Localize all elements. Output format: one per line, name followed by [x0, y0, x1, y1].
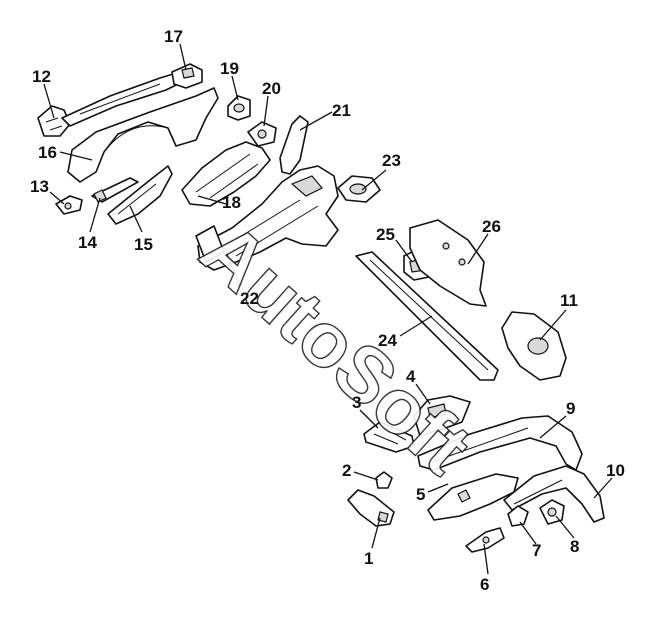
- callout-24: 24: [378, 331, 397, 350]
- callout-21: 21: [332, 101, 351, 120]
- callout-6: 6: [480, 575, 489, 594]
- part-16: [67, 87, 219, 183]
- callout-14: 14: [78, 233, 97, 252]
- callout-12: 12: [32, 67, 51, 86]
- part-1: [347, 489, 395, 527]
- part-20: [247, 121, 277, 147]
- callout-16: 16: [38, 143, 57, 162]
- part-11: [501, 311, 567, 381]
- part-18: [181, 141, 271, 207]
- part-22: [195, 165, 339, 271]
- callout-labels: 12 17 19 20 21 16 13 14 15 18 22 23 25 2…: [30, 27, 625, 594]
- callout-8: 8: [570, 537, 579, 556]
- callout-3: 3: [352, 393, 361, 412]
- part-6: [465, 527, 505, 553]
- callout-26: 26: [482, 217, 501, 236]
- callout-7: 7: [532, 541, 541, 560]
- callout-22: 22: [240, 289, 259, 308]
- part-9: [417, 415, 583, 471]
- callout-25: 25: [376, 225, 395, 244]
- part-2: [375, 471, 393, 489]
- part-4: [413, 395, 471, 437]
- part-23: [337, 175, 381, 203]
- part-21: [279, 115, 309, 175]
- part-10: [503, 465, 605, 523]
- callout-9: 9: [566, 399, 575, 418]
- part-24: [355, 251, 499, 381]
- callout-15: 15: [134, 235, 153, 254]
- part-15: [107, 165, 173, 225]
- callout-23: 23: [382, 151, 401, 170]
- part-19: [227, 95, 251, 121]
- callout-18: 18: [222, 193, 241, 212]
- callout-5: 5: [416, 485, 425, 504]
- callout-17: 17: [164, 27, 183, 46]
- callout-2: 2: [342, 461, 351, 480]
- part-26: [409, 219, 487, 307]
- callout-1: 1: [364, 549, 373, 568]
- part-7: [507, 505, 529, 527]
- part-3: [363, 421, 415, 453]
- callout-10: 10: [606, 461, 625, 480]
- part-5: [427, 473, 519, 521]
- callout-4: 4: [406, 367, 416, 386]
- callout-19: 19: [220, 59, 239, 78]
- part-13: [55, 195, 83, 215]
- callout-13: 13: [30, 177, 49, 196]
- leader-lines: [43, 43, 613, 575]
- part-14: [91, 177, 139, 203]
- callout-11: 11: [560, 291, 578, 310]
- callout-20: 20: [262, 79, 281, 98]
- part-17: [171, 63, 203, 89]
